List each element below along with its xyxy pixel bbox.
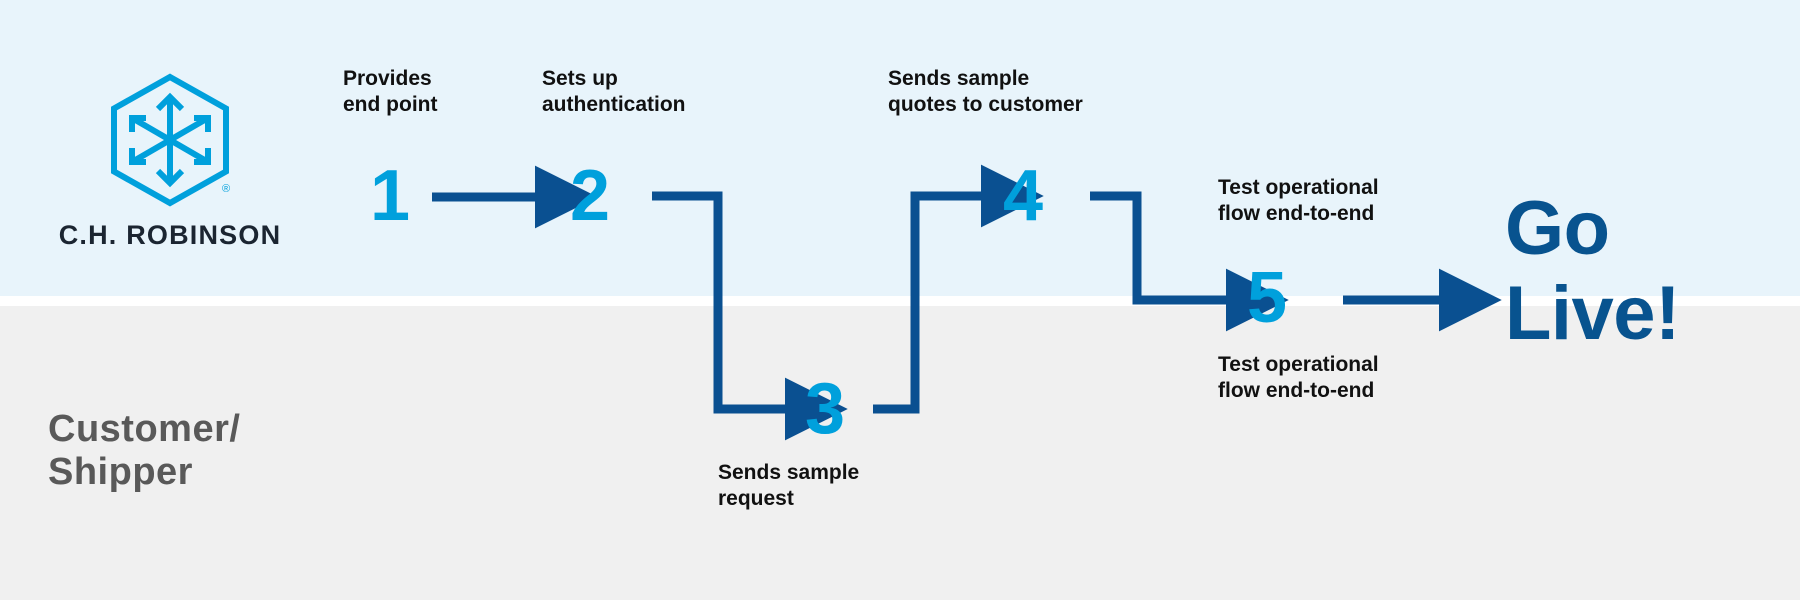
- step-4-caption: Sends sample quotes to customer: [888, 67, 1083, 116]
- step-2-caption: Sets up authentication: [542, 67, 686, 116]
- step-1-caption: Provides end point: [343, 67, 438, 116]
- step-2-number: 2: [569, 156, 611, 236]
- logo-wordmark: C.H. ROBINSON: [58, 220, 282, 250]
- step-1-number: 1: [369, 156, 411, 236]
- ch-robinson-logo: ® C.H. ROBINSON: [50, 70, 290, 251]
- go-live-label: Go Live!: [1505, 186, 1680, 357]
- step-3-number: 3: [804, 369, 846, 449]
- registered-trademark-icon: ®: [222, 183, 230, 195]
- step-5-number: 5: [1246, 258, 1288, 338]
- step-5-caption-above: Test operational flow end-to-end: [1218, 176, 1379, 225]
- lane-label-customer-shipper: Customer/ Shipper: [48, 408, 241, 493]
- ch-robinson-hexagon-cube-icon: ®: [111, 73, 230, 207]
- step-3-caption: Sends sample request: [718, 461, 860, 510]
- step-4-number: 4: [1002, 156, 1044, 236]
- step-5-caption-below: Test operational flow end-to-end: [1218, 353, 1379, 402]
